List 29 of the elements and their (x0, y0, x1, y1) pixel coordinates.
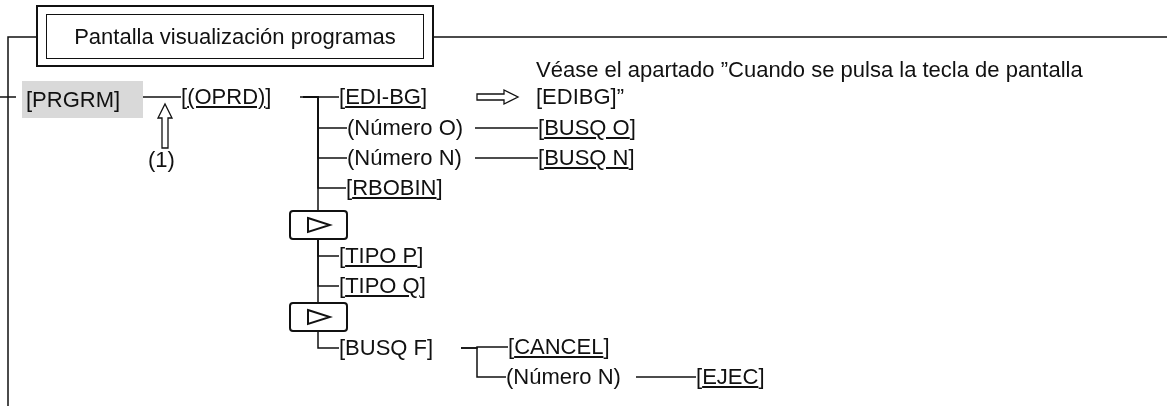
title-box: Pantalla visualización programas (46, 14, 424, 59)
softkey-label: [RBOBIN] (346, 176, 454, 200)
softkey-label: [CANCEL] (508, 335, 622, 359)
connector-line (142, 96, 182, 98)
softkey-label: [EJEC] (696, 365, 772, 389)
highlighted-key-label: [PRGRM] (22, 81, 143, 118)
hollow-arrow (156, 102, 174, 149)
key-button (289, 210, 348, 240)
connector-line (317, 239, 319, 303)
softkey-label: [EDI-BG] (339, 85, 449, 109)
softkey-label: [BUSQ O] (538, 116, 648, 140)
softkey-label: [(OPRD)] (181, 85, 300, 109)
note-text: Véase el apartado ”Cuando se pulsa la tecla de pantalla [EDIBG]” (536, 56, 1161, 110)
menu-text: (Número O) (347, 116, 475, 140)
softkey-label: [TIPO Q] (339, 274, 444, 298)
connector-line (635, 376, 697, 378)
menu-text: (Número N) (347, 146, 475, 170)
softkey-label: [TIPO P] (339, 244, 441, 268)
connector-line (474, 157, 539, 159)
menu-text: [BUSQ F] (339, 336, 455, 360)
connector-line (299, 96, 319, 211)
key-button (289, 302, 348, 332)
menu-text: (1) (148, 148, 184, 172)
menu-text: (Número N) (506, 365, 636, 389)
softkey-label: [BUSQ N] (538, 146, 648, 170)
connector-line (317, 331, 340, 349)
hollow-arrow (476, 88, 520, 106)
connector-line (474, 127, 539, 129)
connector-line (460, 347, 507, 378)
